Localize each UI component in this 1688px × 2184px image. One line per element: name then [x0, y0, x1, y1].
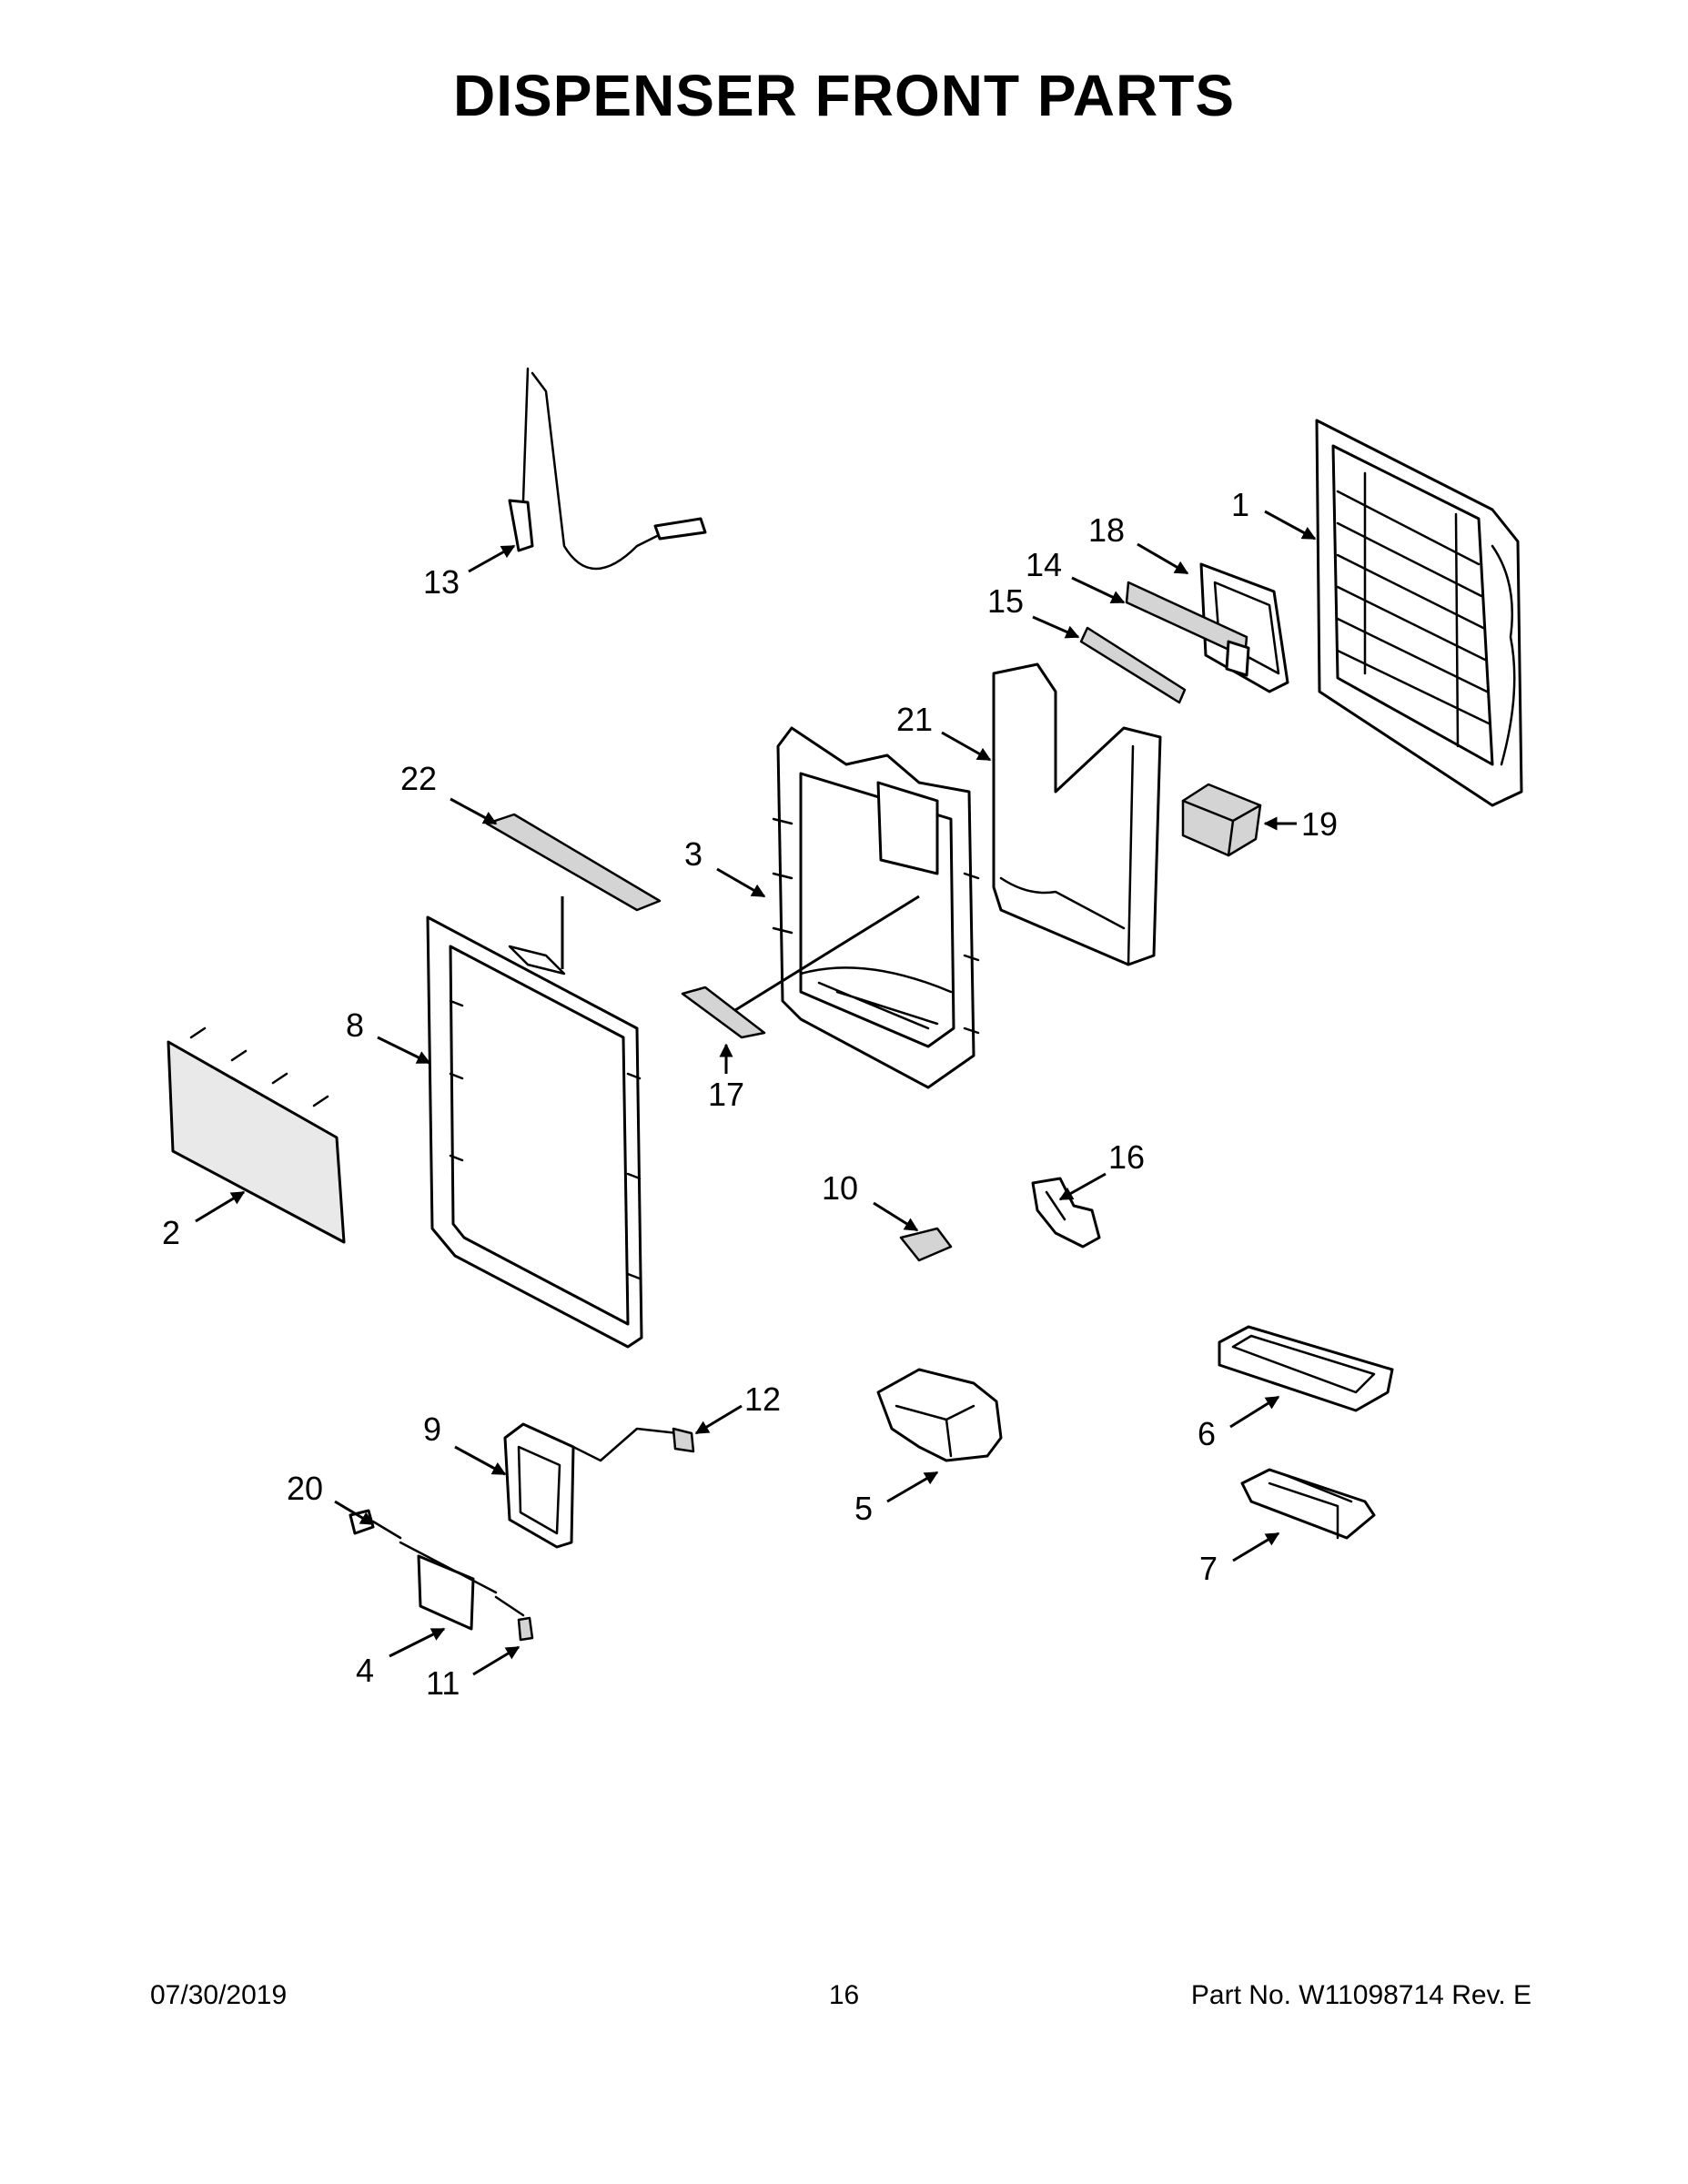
callout-18: 18: [1088, 511, 1189, 575]
svg-text:2: 2: [162, 1214, 180, 1251]
part-17-strip[interactable]: [681, 986, 766, 1039]
part-21-liner[interactable]: [992, 662, 1162, 966]
footer-date: 07/30/2019: [150, 1980, 288, 2010]
part-1-dispenser-housing[interactable]: [1315, 419, 1523, 807]
svg-text:3: 3: [684, 835, 702, 873]
callout-8: 8: [346, 1006, 431, 1065]
part-16-actuator[interactable]: [1031, 1177, 1101, 1249]
svg-text:5: 5: [854, 1490, 873, 1527]
page-title: DISPENSER FRONT PARTS: [453, 63, 1235, 128]
svg-text:13: 13: [423, 563, 460, 601]
part-7-tray-grille[interactable]: [1240, 1468, 1376, 1540]
svg-text:11: 11: [426, 1664, 460, 1702]
svg-text:17: 17: [708, 1076, 744, 1113]
svg-text:8: 8: [346, 1006, 364, 1044]
svg-text:7: 7: [1199, 1550, 1218, 1587]
callout-6: 6: [1198, 1395, 1280, 1452]
part-2-panel[interactable]: [167, 1026, 346, 1244]
callout-9: 9: [423, 1410, 507, 1476]
svg-text:20: 20: [287, 1470, 323, 1507]
callout-20: 20: [287, 1470, 375, 1526]
svg-text:10: 10: [822, 1169, 858, 1207]
callout-13: 13: [423, 544, 516, 601]
callout-5: 5: [854, 1471, 939, 1527]
svg-text:16: 16: [1108, 1138, 1145, 1176]
part-10-switch[interactable]: [899, 1227, 953, 1262]
callout-12: 12: [694, 1380, 781, 1435]
callout-2: 2: [162, 1190, 246, 1251]
part-22-lens[interactable]: [485, 813, 662, 912]
part-3-dispenser-frame[interactable]: [772, 726, 980, 1089]
callout-7: 7: [1199, 1532, 1280, 1587]
callout-1: 1: [1231, 486, 1317, 541]
callout-19: 19: [1263, 805, 1338, 843]
svg-text:19: 19: [1301, 805, 1338, 843]
part-13-wire-harness[interactable]: [508, 367, 707, 571]
callout-10: 10: [822, 1169, 919, 1232]
svg-text:1: 1: [1231, 486, 1249, 523]
footer-part-number: Part No. W11098714 Rev. E: [1190, 1980, 1531, 2010]
svg-text:18: 18: [1088, 511, 1125, 549]
part-18-bracket[interactable]: [1199, 562, 1289, 693]
callout-22: 22: [400, 760, 498, 825]
part-15-strip[interactable]: [1079, 626, 1187, 704]
svg-text:6: 6: [1198, 1415, 1216, 1452]
svg-text:9: 9: [423, 1410, 441, 1448]
part-9-paddle[interactable]: [503, 1422, 575, 1549]
part-4-flap[interactable]: [399, 1541, 498, 1631]
footer-page-number: 16: [828, 1980, 860, 2010]
svg-text:12: 12: [744, 1380, 781, 1418]
callout-15: 15: [987, 582, 1080, 639]
part-14-control-board[interactable]: [1125, 581, 1250, 677]
part-5-actuator-assembly[interactable]: [876, 1368, 1003, 1462]
callout-11: 11: [426, 1645, 521, 1702]
part-11-spring[interactable]: [494, 1595, 534, 1642]
part-19-pad[interactable]: [1181, 783, 1262, 857]
connection-line-17: [734, 895, 920, 1012]
svg-text:14: 14: [1026, 546, 1062, 583]
callout-21: 21: [896, 701, 992, 762]
part-8-trim-frame[interactable]: [426, 915, 643, 1349]
callout-17: 17: [708, 1043, 744, 1113]
svg-text:22: 22: [400, 760, 437, 797]
svg-text:21: 21: [896, 701, 933, 738]
callout-4: 4: [356, 1627, 446, 1689]
svg-text:4: 4: [356, 1652, 374, 1689]
callout-16: 16: [1058, 1138, 1145, 1201]
callout-14: 14: [1026, 546, 1126, 604]
part-6-drip-tray[interactable]: [1218, 1325, 1394, 1412]
svg-text:15: 15: [987, 582, 1024, 620]
callout-3: 3: [684, 835, 766, 898]
part-12-spring[interactable]: [571, 1427, 695, 1462]
